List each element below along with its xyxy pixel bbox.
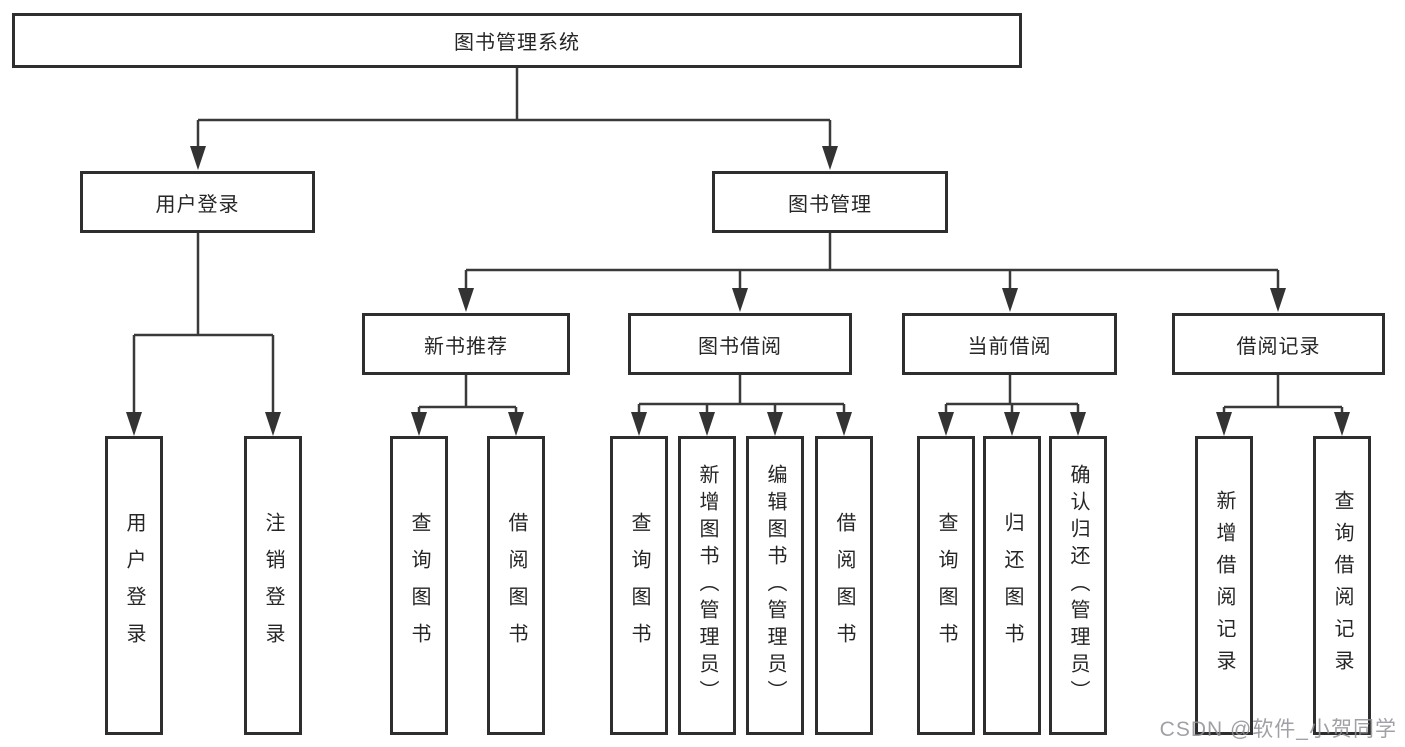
node-root-label: 图书管理系统 [454, 32, 580, 54]
node-leaf-edit-books-admin: 编辑图书（管理员） [746, 436, 804, 735]
node-root: 图书管理系统 [12, 13, 1022, 68]
csdn-watermark: CSDN @软件_小贺同学 [1159, 718, 1397, 741]
node-leaf-query-borrow-record: 查询借阅记录 [1313, 436, 1371, 735]
node-leaf-logout: 注销登录 [244, 436, 302, 735]
node-book-management: 图书管理 [712, 171, 948, 233]
node-leaf-recommend-borrow-books: 借阅图书 [487, 436, 545, 735]
node-leaf-return-books: 归还图书 [983, 436, 1041, 735]
node-leaf-recommend-query-books-label: 查询图书 [408, 511, 430, 660]
node-leaf-add-borrow-record: 新增借阅记录 [1195, 436, 1253, 735]
node-leaf-logout-label: 注销登录 [262, 511, 284, 660]
node-leaf-query-borrow-record-label: 查询借阅记录 [1331, 489, 1353, 682]
node-user-login-label: 用户登录 [155, 193, 240, 216]
node-leaf-user-login-label: 用户登录 [123, 511, 145, 660]
node-leaf-add-books-admin-label: 新增图书（管理员） [696, 464, 718, 707]
node-leaf-current-query-books: 查询图书 [917, 436, 975, 735]
node-new-book-recommend-label: 新书推荐 [424, 335, 508, 358]
node-leaf-add-borrow-record-label: 新增借阅记录 [1213, 489, 1235, 682]
node-book-management-label: 图书管理 [788, 193, 872, 216]
node-leaf-current-query-books-label: 查询图书 [935, 511, 957, 660]
node-leaf-borrow-query-books: 查询图书 [610, 436, 668, 735]
node-current-borrow: 当前借阅 [902, 313, 1117, 375]
node-current-borrow-label: 当前借阅 [967, 335, 1052, 358]
node-leaf-confirm-return-admin-label: 确认归还（管理员） [1067, 464, 1089, 707]
node-leaf-confirm-return-admin: 确认归还（管理员） [1049, 436, 1107, 735]
node-leaf-user-login: 用户登录 [105, 436, 163, 735]
node-book-borrow: 图书借阅 [628, 313, 852, 375]
node-user-login: 用户登录 [80, 171, 315, 233]
node-leaf-borrow-borrow-books-label: 借阅图书 [833, 511, 855, 660]
node-borrow-records: 借阅记录 [1172, 313, 1385, 375]
node-leaf-borrow-borrow-books: 借阅图书 [815, 436, 873, 735]
node-book-borrow-label: 图书借阅 [698, 335, 782, 358]
node-leaf-recommend-borrow-books-label: 借阅图书 [505, 511, 527, 660]
node-new-book-recommend: 新书推荐 [362, 313, 570, 375]
node-leaf-recommend-query-books: 查询图书 [390, 436, 448, 735]
node-leaf-add-books-admin: 新增图书（管理员） [678, 436, 736, 735]
node-borrow-records-label: 借阅记录 [1236, 335, 1321, 358]
node-leaf-return-books-label: 归还图书 [1001, 511, 1023, 660]
node-leaf-borrow-query-books-label: 查询图书 [628, 511, 650, 660]
node-leaf-edit-books-admin-label: 编辑图书（管理员） [764, 464, 786, 707]
